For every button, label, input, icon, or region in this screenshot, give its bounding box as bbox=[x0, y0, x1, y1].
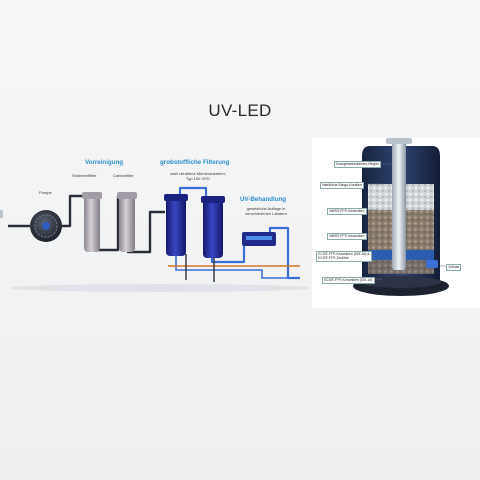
feed-pipe bbox=[8, 194, 165, 254]
label-ring: Energiewirbeltrichter-Ringler bbox=[334, 161, 382, 168]
sediment-filter-cartridge bbox=[82, 192, 102, 252]
label-nms-mid: NMS®-FF®-Keramiken bbox=[327, 233, 367, 240]
carbon-filter-label: Carbonfilter bbox=[113, 173, 134, 178]
membrane-filter-1 bbox=[164, 194, 188, 256]
center-tube bbox=[392, 138, 406, 270]
membrane-filter-2 bbox=[201, 196, 225, 258]
label-inlet: Zufluss bbox=[446, 264, 462, 271]
bypass-pipe-blue bbox=[175, 254, 300, 279]
device-svg bbox=[353, 138, 449, 296]
uv-caption-line1: gesetzliche Auflage in bbox=[246, 206, 286, 211]
pump-icon bbox=[30, 210, 62, 242]
page-title: UV-LED bbox=[208, 101, 272, 120]
label-nms-top: NMS®-FF®-Keramiken bbox=[327, 208, 367, 215]
filtration-flow-diagram: Vorreinigung grobstoffliche Filterung UV… bbox=[0, 150, 312, 310]
stage-heading-pre: Vorreinigung bbox=[85, 159, 124, 166]
left-edge-tab bbox=[0, 210, 3, 218]
label-ecs-ceramics: ECS®-FF®-Keramiken (SIS-16) bbox=[322, 277, 375, 284]
pump-label: Pumpe bbox=[39, 190, 52, 195]
uv-caption-line2: verschiedenen Ländern bbox=[245, 211, 287, 216]
filter-device-cutaway: Energiewirbeltrichter-Ringler Natürliche… bbox=[312, 138, 480, 308]
inlet-connector bbox=[426, 260, 438, 268]
stage-heading-coarse: grobstoffliche Filterung bbox=[160, 159, 230, 166]
drain-pipe-dark bbox=[185, 254, 215, 282]
membrane-caption-line2: Typ 150 GFD bbox=[186, 176, 210, 181]
label-natural-corals: Natürliche Sango-Korallen bbox=[320, 182, 364, 189]
top-cap bbox=[386, 138, 412, 144]
floor-shadow bbox=[10, 284, 310, 292]
uv-caption: gesetzliche Auflage in verschiedenen Län… bbox=[240, 206, 292, 216]
flow-diagram-svg bbox=[8, 186, 310, 292]
label-ecs-combo-line1: ECS®-FF®-Keramiken (SIS-16) & bbox=[318, 252, 370, 257]
label-ecs-combo: ECS®-FF®-Keramiken (SIS-16) & ECS®-FF®-Z… bbox=[316, 251, 372, 262]
sediment-filter-label: Sedimentfilter bbox=[72, 173, 97, 178]
label-ecs-combo-line2: ECS®-FF®-Zeolithe bbox=[318, 256, 349, 261]
membrane-caption-line1: zwei ultrafeine Membrankarten, bbox=[170, 171, 226, 176]
membrane-caption: zwei ultrafeine Membrankarten, Typ 150 G… bbox=[162, 171, 234, 181]
stage-heading-uv: UV-Behandlung bbox=[240, 196, 287, 203]
carbon-filter-cartridge bbox=[117, 192, 137, 252]
uv-led-unit bbox=[242, 232, 276, 246]
